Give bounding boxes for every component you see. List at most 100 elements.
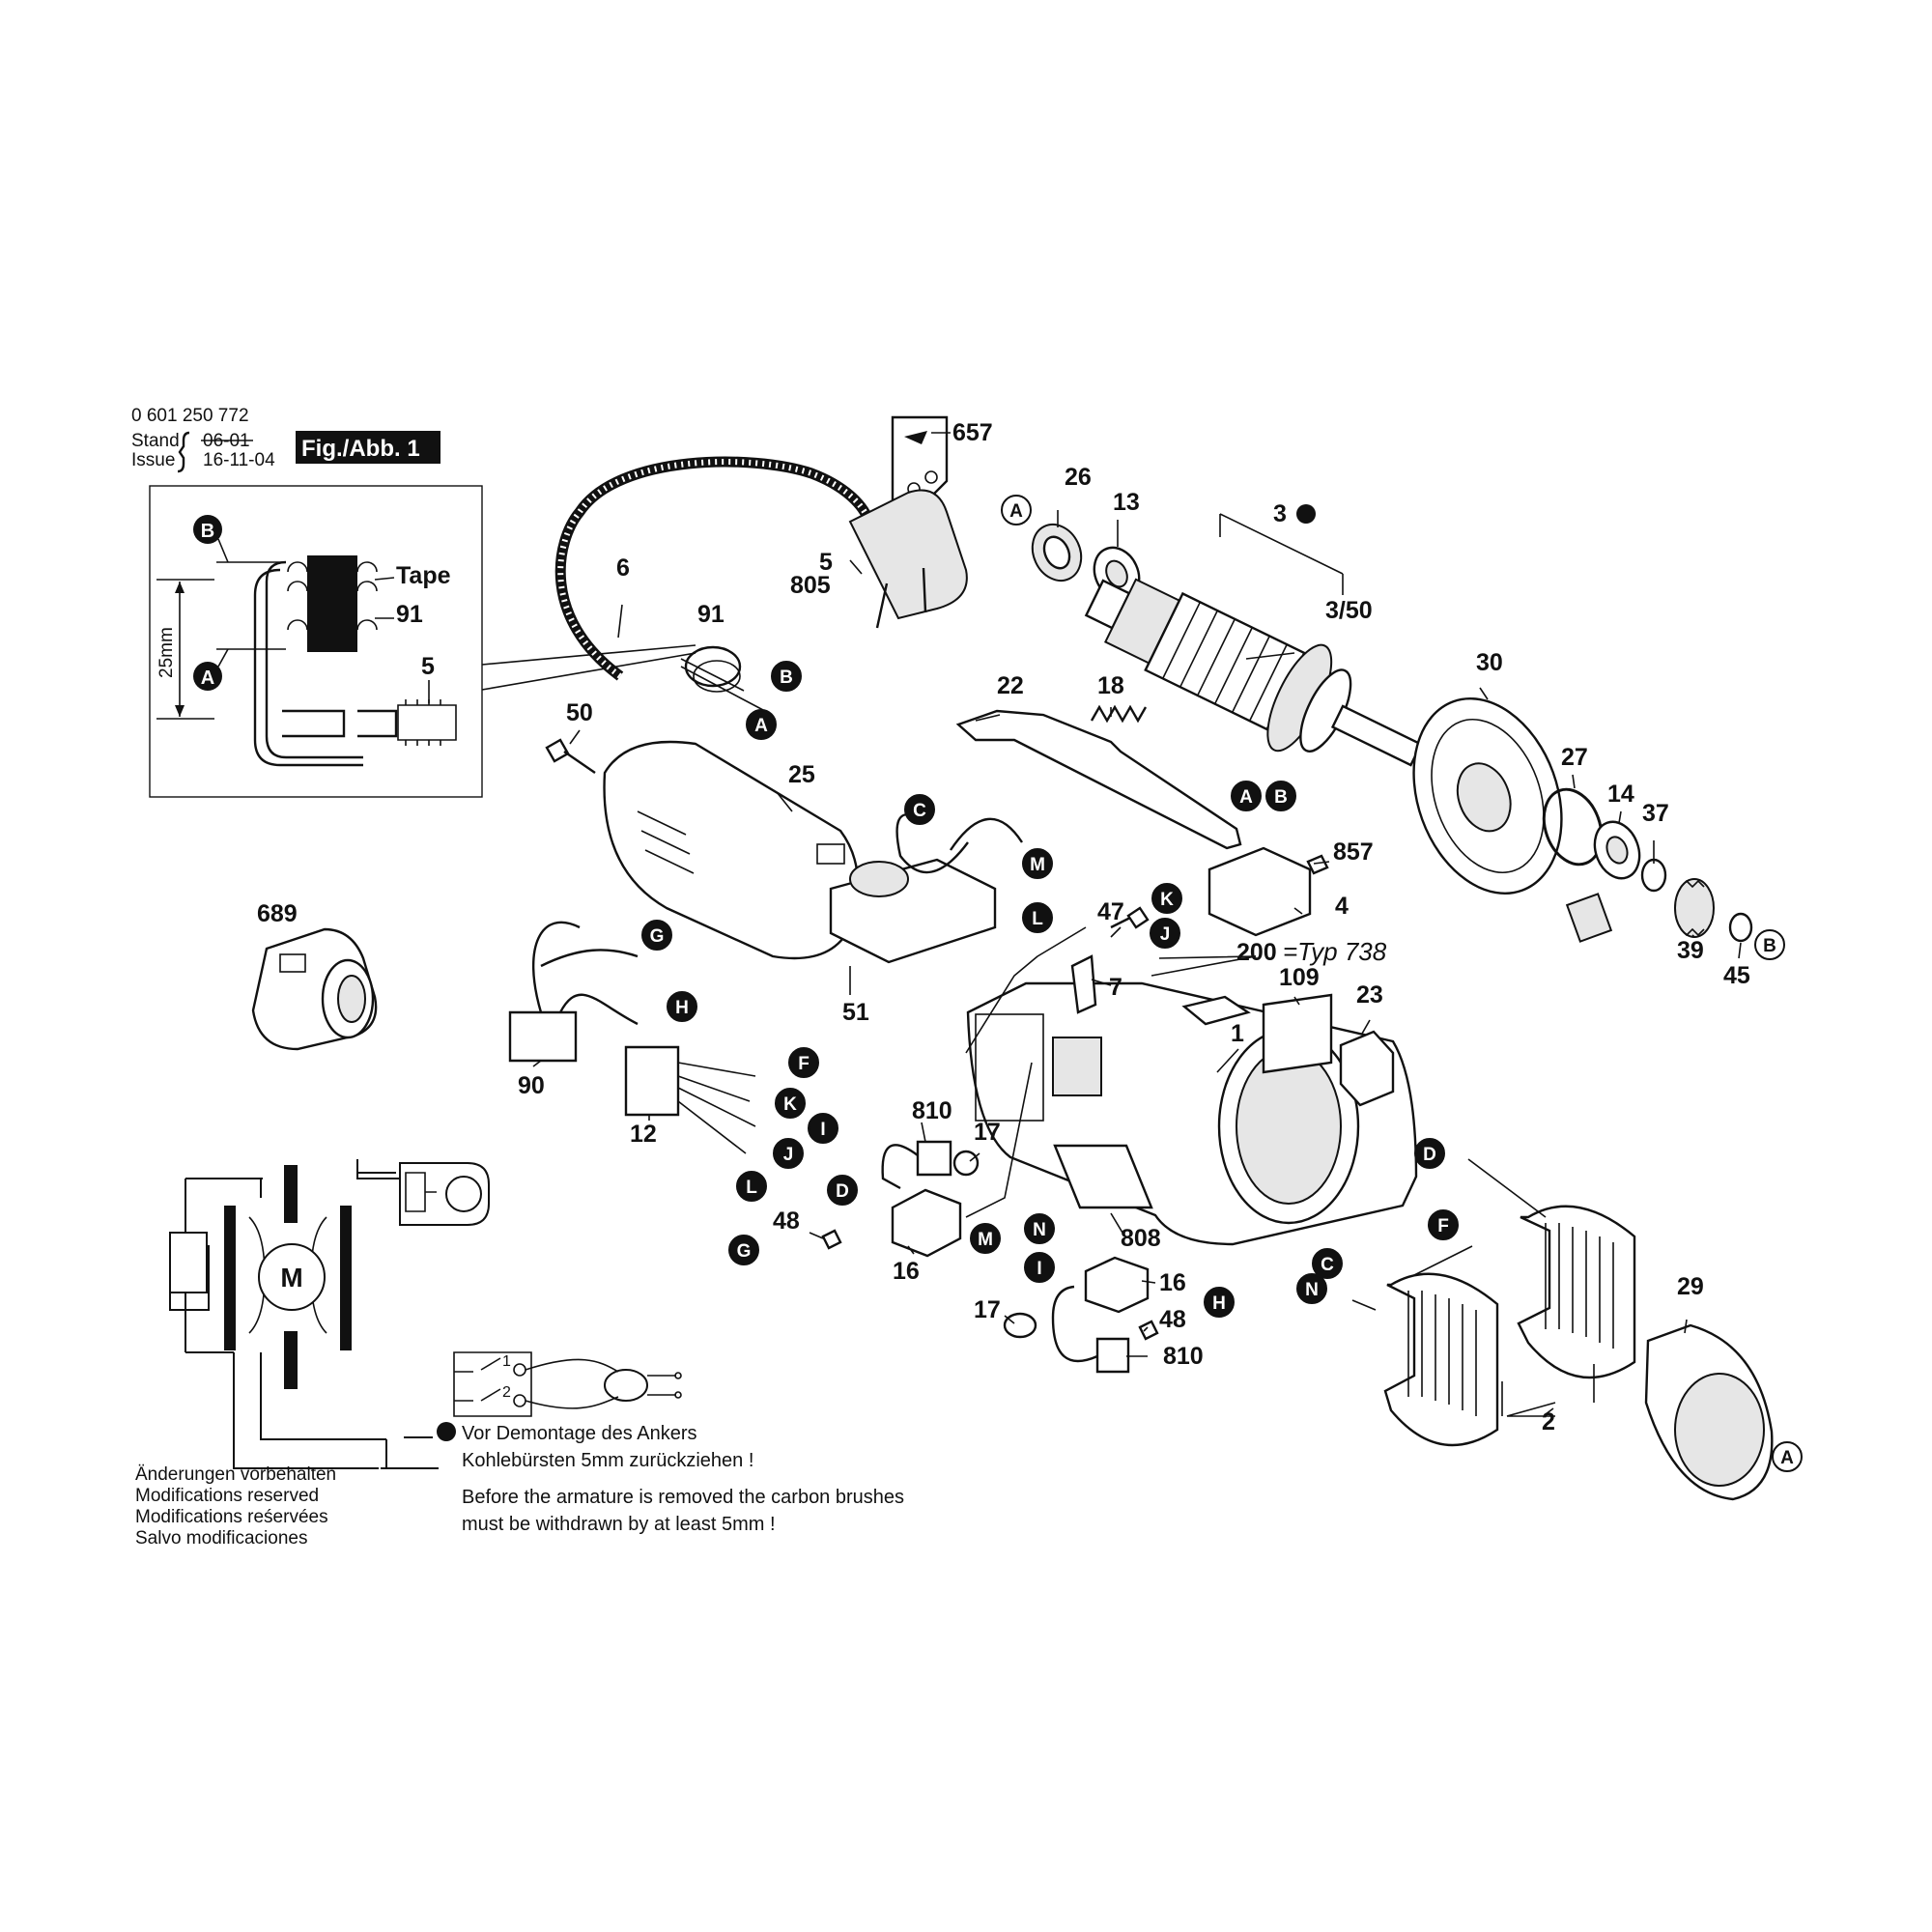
schematic-brush-top (284, 1165, 298, 1223)
part-689-nose (251, 927, 378, 1051)
cable-inset: Tape 91 25mm B A 5 (149, 485, 696, 798)
callout-4: 4 (1335, 893, 1349, 920)
part-7-clip (1070, 954, 1097, 1014)
figure-label-box (296, 431, 440, 464)
connection-marker-label: F (1437, 1216, 1449, 1236)
notice-de-line2: Kohlebürsten 5mm zurückziehen ! (462, 1450, 753, 1471)
connection-marker-label: N (1033, 1220, 1046, 1240)
wire-ends (216, 561, 286, 650)
callout-6: 6 (616, 554, 630, 582)
callout-29: 29 (1677, 1273, 1704, 1300)
connection-marker-label: I (1037, 1259, 1041, 1279)
part-50-screw-head (545, 738, 570, 763)
connection-marker-label: D (836, 1181, 849, 1202)
inset-marker-a (193, 662, 222, 691)
callout-27: 27 (1561, 744, 1588, 771)
connection-marker-l (736, 1171, 767, 1202)
bracket-slot (904, 431, 927, 444)
callout-90: 90 (518, 1072, 545, 1099)
bullet-icon (437, 1422, 456, 1441)
connection-marker-b (1265, 781, 1296, 811)
callout-810-b: 810 (1163, 1343, 1204, 1370)
connection-marker-h (667, 991, 697, 1022)
callout-30: 30 (1476, 649, 1503, 676)
part-810-brush-a (916, 1140, 952, 1177)
switch-knob (849, 861, 909, 897)
part-14-bearing (1593, 820, 1641, 880)
inset-label-91: 91 (396, 601, 423, 628)
connection-marker-n (1296, 1273, 1327, 1304)
callout-689: 689 (257, 900, 298, 927)
schematic-wires (169, 1159, 439, 1469)
terminal (674, 1391, 682, 1399)
brace-icon (177, 431, 190, 473)
connection-marker-label: C (913, 801, 926, 821)
part-26-ring (1031, 523, 1083, 582)
connection-marker-label: B (1274, 787, 1288, 808)
connection-marker-label: A (754, 716, 768, 736)
callout-48-b: 48 (1159, 1306, 1186, 1333)
notice-en-line1: Before the armature is removed the carbo… (462, 1487, 904, 1508)
connection-marker-label: H (675, 998, 689, 1018)
connection-marker-b (771, 661, 802, 692)
coil-bracket (1501, 1364, 1595, 1417)
part-1-motor-housing (966, 981, 1418, 1246)
connection-marker-c (1312, 1248, 1343, 1279)
callout-26: 26 (1065, 464, 1092, 491)
callout-23: 23 (1356, 981, 1383, 1009)
connection-marker-b (1754, 929, 1785, 960)
bracket-hole (924, 470, 938, 484)
schematic-plug (604, 1369, 648, 1402)
callout-45: 45 (1723, 962, 1750, 989)
part-91-tie-inner (693, 660, 741, 693)
terminal (674, 1372, 682, 1379)
connection-marker-a (1231, 781, 1262, 811)
part-90-capacitor (508, 1010, 578, 1063)
switch-wires (895, 812, 1024, 874)
connection-marker-label: C (1321, 1255, 1334, 1275)
schematic-field-left (224, 1206, 236, 1350)
callout-16-b: 16 (1159, 1269, 1186, 1296)
connection-marker-f (788, 1047, 819, 1078)
tape-windings (287, 561, 378, 631)
connection-marker-label: K (783, 1094, 797, 1115)
schematic-plug-pins (647, 1375, 676, 1396)
switch-label-1: 1 (502, 1353, 511, 1370)
connection-marker-label: B (780, 668, 793, 688)
part-50-screw-shank (563, 751, 596, 774)
callout-48-a: 48 (773, 1208, 800, 1235)
header: 0 601 250 772 Stand Issue 06-01 16-11-04… (131, 406, 440, 473)
dimension-label: 25mm (156, 627, 177, 678)
part-17-spring-b (1003, 1312, 1037, 1339)
notes: Vor Demontage des Ankers Kohlebürsten 5m… (135, 1422, 904, 1548)
connection-marker-label: G (650, 926, 665, 947)
connection-marker-label: N (1305, 1280, 1319, 1300)
callout-14: 14 (1607, 781, 1634, 808)
part-48-screw-a (821, 1229, 842, 1250)
strain-relief-sleeve (397, 699, 457, 746)
part-109-label (1262, 993, 1333, 1074)
typ-number: 200 (1236, 939, 1277, 966)
schematic-switch (453, 1351, 532, 1417)
part-2-field-coils (1351, 1158, 1636, 1447)
inset-tape-label: Tape (396, 562, 451, 589)
modifications-es: Salvo modificaciones (135, 1528, 307, 1548)
connection-marker-j (773, 1138, 804, 1169)
part-18-spring (1090, 704, 1148, 724)
connection-marker-k (1151, 883, 1182, 914)
connection-marker-label: A (1009, 501, 1023, 522)
modifications-de: Änderungen vorbehalten (135, 1464, 336, 1485)
switch-contact (513, 1363, 526, 1377)
connection-marker-h (1204, 1287, 1235, 1318)
connection-marker-label: D (1423, 1145, 1436, 1165)
callout-17-a: 17 (974, 1119, 1001, 1146)
callout-808: 808 (1121, 1225, 1161, 1252)
inset-marker-a-text: A (201, 668, 214, 689)
switch-label-2: 2 (502, 1384, 511, 1401)
leader (217, 648, 229, 668)
connection-marker-d (1414, 1138, 1445, 1169)
inset-label-5: 5 (421, 653, 435, 680)
notice-de-line1: Vor Demontage des Ankers (462, 1423, 696, 1444)
part-47-screw (1110, 906, 1150, 929)
